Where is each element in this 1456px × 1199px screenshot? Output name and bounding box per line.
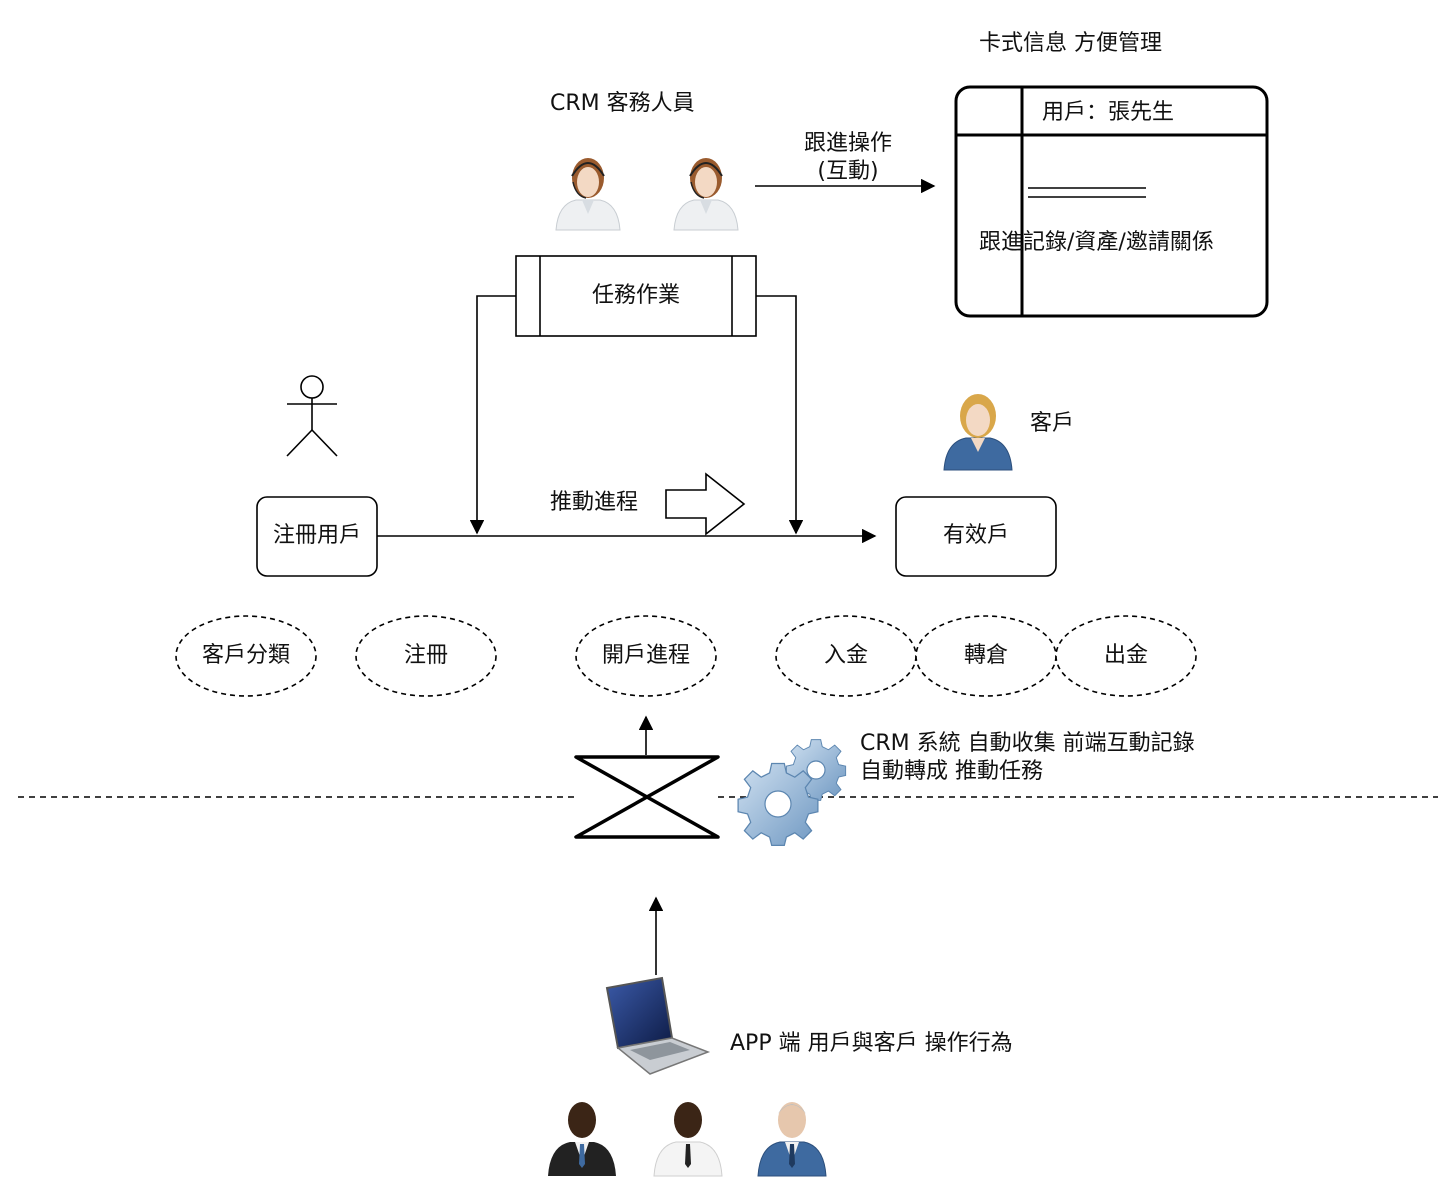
businessman-icon: [548, 1102, 616, 1176]
stage-ellipses: [175, 615, 1197, 697]
push-process-arrow-icon: [665, 472, 746, 536]
follow-up-label-line2: (互動): [817, 159, 879, 184]
stick-figure-icon: [286, 375, 338, 457]
businessman-icon: [653, 1102, 723, 1177]
follow-up-label-line1: 跟進操作: [803, 131, 893, 156]
task-left-connector: [469, 295, 516, 535]
push-process-label: 推動進程: [550, 490, 639, 515]
stage-label: 入金: [823, 643, 869, 668]
task-right-connector: [756, 295, 804, 535]
registered-user-box: [256, 496, 378, 577]
registered-user-label: 注冊用戶: [272, 523, 361, 548]
customer-label: 客戶: [1030, 411, 1075, 436]
stage-label: 開戶進程: [601, 643, 691, 668]
businessman-icon: [757, 1102, 827, 1177]
laptop-icon: [605, 976, 711, 1075]
task-label: 任務作業: [591, 283, 680, 308]
headset-woman-icon: [673, 158, 739, 231]
valid-account-label: 有效戶: [942, 523, 1009, 548]
info-card: [954, 85, 1269, 318]
card-records-label: 跟進記錄/資產/邀請關係: [979, 230, 1214, 255]
valid-account-box: [895, 496, 1057, 577]
app-label: APP 端 用戶與客戶 操作行為: [730, 1031, 1013, 1056]
stage-label: 出金: [1103, 643, 1149, 668]
stage-label: 轉倉: [963, 643, 1009, 668]
businesswoman-icon: [943, 394, 1013, 471]
stage-label: 注冊: [403, 643, 449, 668]
stage-ellipse-withdraw: [1055, 615, 1197, 697]
crm-system-label-line2: 自動轉成 推動任務: [860, 759, 1043, 784]
crm-system-label-line1: CRM 系統 自動收集 前端互動記錄: [860, 731, 1195, 756]
stage-ellipse-register: [355, 615, 497, 697]
stage-label: 客戶分類: [201, 643, 291, 668]
gears-icon: [737, 739, 847, 847]
headset-woman-icon: [555, 158, 621, 231]
card-heading: 卡式信息 方便管理: [979, 31, 1162, 56]
card-user-label: 用戶：張先生: [1042, 100, 1175, 125]
collate-icon: [574, 755, 720, 839]
stage-ellipse-account-opening: [575, 615, 717, 697]
stage-ellipse-customer-classification: [175, 615, 317, 697]
crm-staff-label: CRM 客務人員: [550, 91, 695, 116]
